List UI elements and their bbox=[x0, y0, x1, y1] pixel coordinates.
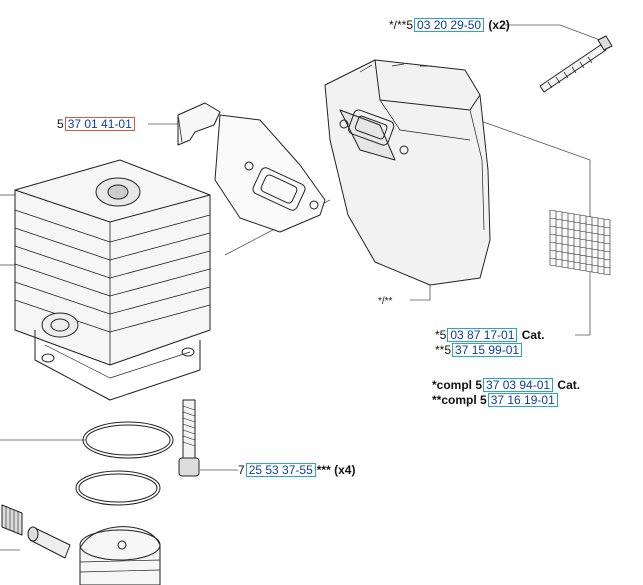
muffler-bolt[interactable] bbox=[539, 35, 613, 93]
piston-rings[interactable] bbox=[75, 421, 174, 506]
label-prefix: **5 bbox=[435, 343, 452, 357]
gasket-plate[interactable] bbox=[214, 114, 326, 233]
bracket[interactable] bbox=[177, 102, 221, 146]
label-text: */** bbox=[378, 296, 393, 307]
piston-pin[interactable] bbox=[27, 526, 71, 559]
part-number-link[interactable]: 37 03 94-01 bbox=[483, 378, 554, 392]
part-number-link[interactable]: 37 15 99-01 bbox=[452, 343, 523, 357]
label-suffix: (x2) bbox=[485, 18, 510, 32]
cylinder-bolt[interactable] bbox=[178, 399, 200, 477]
part-number-link[interactable]: 37 16 19-01 bbox=[487, 393, 558, 407]
spark-arrestor-screen[interactable] bbox=[549, 209, 611, 276]
part-number-link[interactable]: 03 20 29-50 bbox=[414, 18, 485, 32]
muffler[interactable] bbox=[324, 59, 491, 286]
label-prefix: 5 bbox=[57, 117, 64, 131]
part-number-link[interactable]: 37 01 41-01 bbox=[64, 117, 135, 131]
label-prefix: *5 bbox=[435, 328, 447, 342]
label-prefix: **compl 5 bbox=[432, 393, 487, 407]
label-prefix: *compl 5 bbox=[432, 378, 483, 392]
label-suffix: Cat. bbox=[518, 328, 545, 342]
label-prefix: */**5 bbox=[389, 18, 414, 32]
part-number-link[interactable]: 25 53 37-55 bbox=[245, 463, 316, 477]
label-muffler-note: */** bbox=[378, 295, 392, 309]
label-prefix: 7 bbox=[238, 463, 245, 477]
label-suffix: Cat. bbox=[554, 378, 581, 392]
cylinder[interactable] bbox=[14, 159, 211, 401]
part-number-link[interactable]: 03 87 17-01 bbox=[447, 328, 518, 342]
label-suffix: *** (x4) bbox=[316, 463, 356, 477]
piston[interactable] bbox=[79, 526, 161, 585]
needle-bearing[interactable] bbox=[1, 504, 23, 536]
